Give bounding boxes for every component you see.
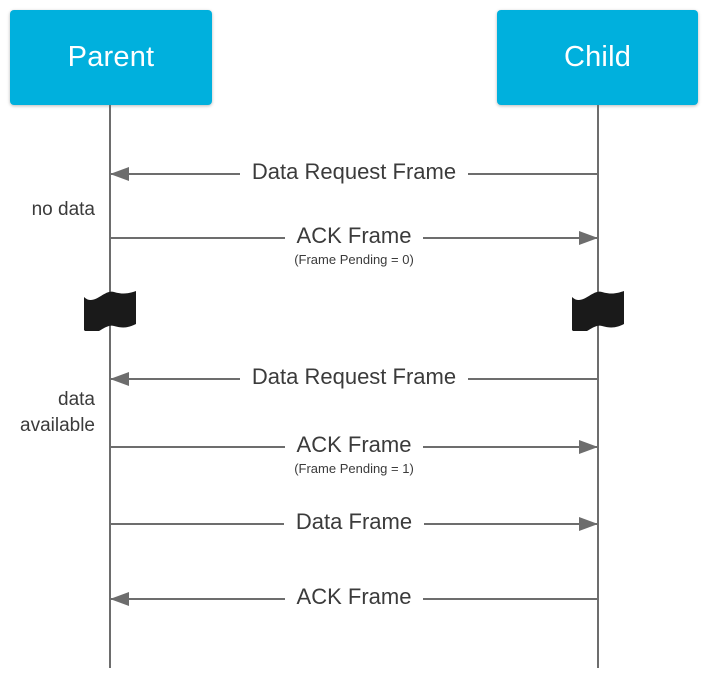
arrowhead-left-icon: [110, 592, 129, 606]
side-note-no-data: no data: [31, 199, 95, 220]
arrowhead-right-icon: [579, 517, 598, 531]
actor-box-child[interactable]: Child: [497, 10, 698, 105]
message-line-5: [110, 523, 598, 525]
message-label-3: Data Request Frame: [239, 366, 469, 388]
actor-box-parent[interactable]: Parent: [10, 10, 212, 105]
arrowhead-left-icon: [110, 167, 129, 181]
message-label-2: ACK Frame: [284, 225, 424, 247]
arrowhead-right-icon: [579, 231, 598, 245]
break-symbol-parent: [84, 291, 136, 331]
message-label-1: Data Request Frame: [239, 161, 469, 183]
message-label-5: Data Frame: [283, 511, 425, 533]
arrowhead-right-icon: [579, 440, 598, 454]
message-label-4: ACK Frame: [284, 434, 424, 456]
message-line-1: [110, 173, 598, 175]
message-label-6: ACK Frame: [284, 586, 424, 608]
break-symbol-child: [572, 291, 624, 331]
lifeline-parent: [109, 105, 111, 668]
lifeline-child: [597, 105, 599, 668]
message-line-6: [110, 598, 598, 600]
message-sublabel-4: (Frame Pending = 1): [286, 462, 422, 475]
side-note-data-available: data available: [20, 389, 95, 436]
actor-label-parent: Parent: [67, 41, 155, 73]
message-line-3: [110, 378, 598, 380]
message-sublabel-2: (Frame Pending = 0): [286, 253, 422, 266]
message-line-4: [110, 446, 598, 448]
arrowhead-left-icon: [110, 372, 129, 386]
message-line-2: [110, 237, 598, 239]
actor-label-child: Child: [563, 41, 632, 73]
